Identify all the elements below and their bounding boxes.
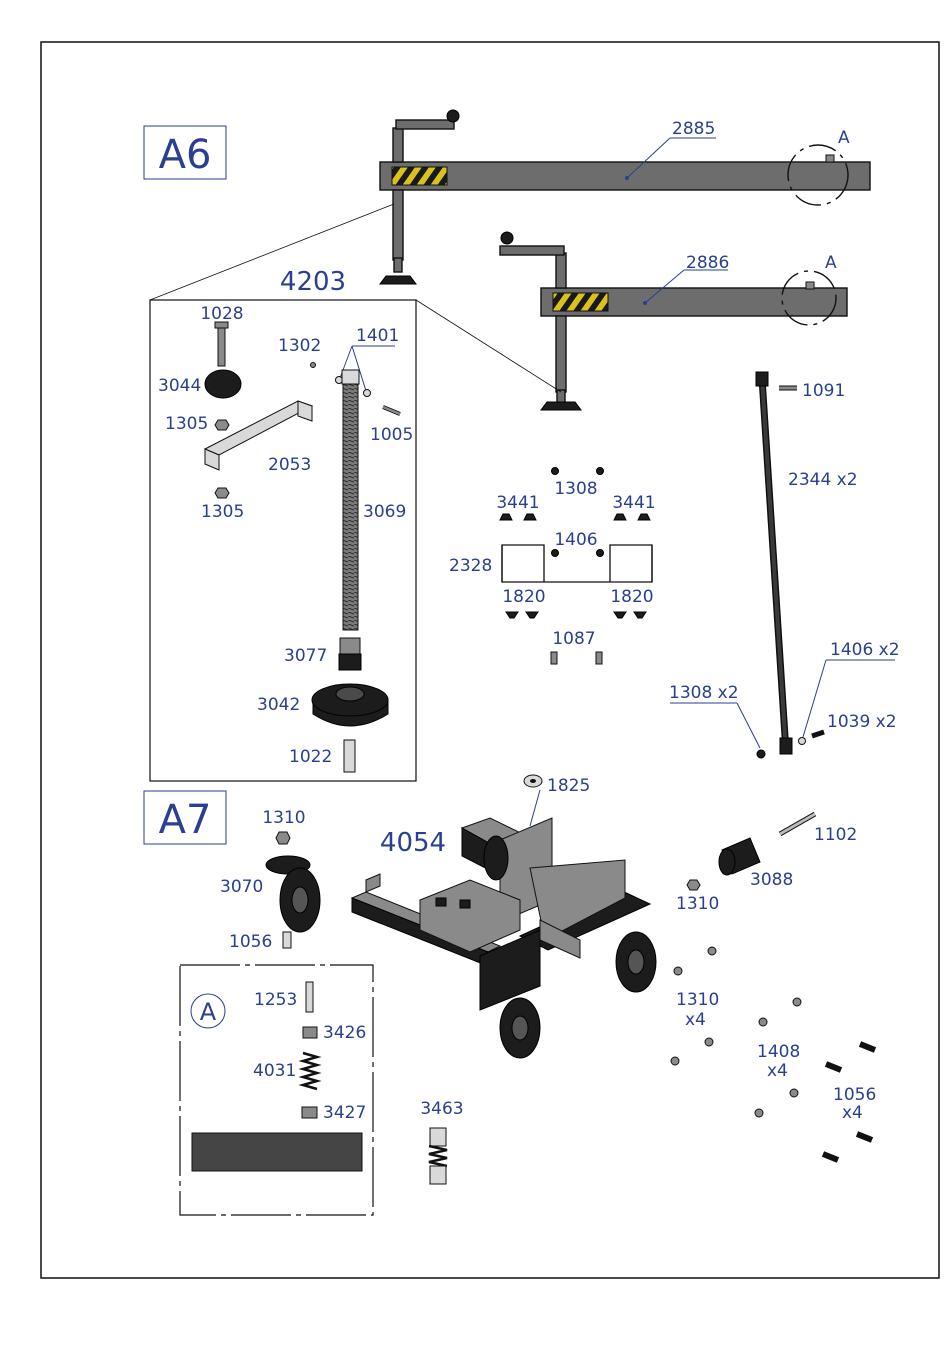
- drawing-frame: [41, 42, 939, 1278]
- part-3070-caster: [266, 856, 320, 932]
- zoom-line-left: [150, 204, 394, 300]
- callout-1308: 1308: [554, 479, 597, 499]
- part-1028-bolt: [215, 322, 228, 366]
- callout-1825: 1825: [547, 776, 590, 796]
- callout-1302: 1302: [278, 336, 321, 356]
- callout-1406x2: 1406 x2: [830, 640, 900, 660]
- callout-1253: 1253: [254, 990, 297, 1010]
- part-1056-bolt: [283, 932, 291, 948]
- callout-1087: 1087: [552, 629, 595, 649]
- callout-2328: 2328: [449, 556, 492, 576]
- part-3077-coupling: [339, 638, 361, 670]
- part-3042-foot-pad: [312, 684, 388, 726]
- callout-1408x4-a: 1408: [757, 1042, 800, 1062]
- part-1401-washer-right: [364, 390, 371, 397]
- part-1820-right: [614, 612, 646, 618]
- part-3441-left: [500, 514, 536, 520]
- callout-1310-mid: 1310: [676, 894, 719, 914]
- callout-1102: 1102: [814, 825, 857, 845]
- part-1087-screw-left: [551, 652, 557, 664]
- part-1305-nut-top: [215, 420, 229, 430]
- section-label-a6: A6: [159, 132, 212, 178]
- callout-3427: 3427: [323, 1103, 366, 1123]
- part-1005-screw: [383, 407, 400, 414]
- callout-1820-left: 1820: [502, 587, 545, 607]
- callout-2886: 2886: [686, 253, 729, 273]
- callout-1820-right: 1820: [610, 587, 653, 607]
- callout-3069: 3069: [363, 502, 406, 522]
- callout-1310x4-b: x4: [685, 1010, 706, 1030]
- part-1401-washer-left: [336, 377, 343, 384]
- part-2328-plate: [502, 545, 652, 582]
- part-1253-pin: [306, 982, 313, 1012]
- part-3463-spring-plunger: [429, 1128, 447, 1184]
- callout-1305-top: 1305: [165, 414, 208, 434]
- part-section-view: [192, 1133, 362, 1171]
- part-1305-nut-bottom: [215, 488, 229, 498]
- callout-3426: 3426: [323, 1023, 366, 1043]
- callout-3463: 3463: [420, 1099, 463, 1119]
- callout-4031: 4031: [253, 1061, 296, 1081]
- callout-2053: 2053: [268, 455, 311, 475]
- callout-1305-bottom: 1305: [201, 502, 244, 522]
- part-1308-nut-right: [597, 468, 604, 475]
- callout-3077: 3077: [284, 646, 327, 666]
- part-1308-nut-left: [552, 468, 559, 475]
- part-3427-bushing: [302, 1107, 317, 1118]
- callout-3088: 3088: [750, 870, 793, 890]
- part-1820-left: [506, 612, 538, 618]
- callout-1005: 1005: [370, 425, 413, 445]
- detail-ref-a-upper: A: [838, 128, 850, 148]
- callout-2344: 2344 x2: [788, 470, 858, 490]
- part-1039-screw: [812, 732, 824, 736]
- callout-4203: 4203: [280, 267, 346, 297]
- part-3426-bushing: [303, 1027, 317, 1038]
- callout-1056x4-b: x4: [842, 1103, 863, 1123]
- callout-1091: 1091: [802, 381, 845, 401]
- leader-1308x2: [670, 703, 760, 748]
- part-4031-spring: [303, 1053, 317, 1089]
- detail-a-label: A: [200, 998, 217, 1026]
- part-1825-washer: [524, 775, 542, 826]
- callout-2885: 2885: [672, 119, 715, 139]
- callout-1039x2: 1039 x2: [827, 712, 897, 732]
- callout-3044: 3044: [158, 376, 201, 396]
- part-1406-washer-left: [552, 550, 559, 557]
- part-3044-knob: [205, 370, 241, 398]
- zoom-line-right: [416, 300, 561, 392]
- callout-1310x4-a: 1310: [676, 990, 719, 1010]
- part-1102-bolt: [780, 814, 815, 834]
- part-3069-threaded-post: [342, 370, 359, 630]
- boom-arm-2885: [380, 110, 870, 284]
- part-1302-washer: [311, 363, 316, 368]
- part-1406-washer: [799, 738, 806, 745]
- callout-1308x2: 1308 x2: [669, 683, 739, 703]
- part-1310-nut-top: [276, 832, 290, 844]
- callout-1028: 1028: [200, 304, 243, 324]
- callout-1022: 1022: [289, 747, 332, 767]
- detail-ref-a-lower: A: [825, 253, 837, 273]
- callout-1056x4-a: 1056: [833, 1085, 876, 1105]
- part-1087-screw-right: [596, 652, 602, 664]
- callout-1406: 1406: [554, 530, 597, 550]
- part-1308-nut: [757, 750, 765, 758]
- section-label-a7: A7: [159, 797, 212, 843]
- boom-arm-2886: [500, 232, 847, 410]
- callout-4054: 4054: [380, 828, 446, 858]
- callout-1310-top: 1310: [262, 808, 305, 828]
- part-2344-strut: [756, 372, 792, 754]
- callout-3441-right: 3441: [612, 493, 655, 513]
- callout-1056: 1056: [229, 932, 272, 952]
- part-1406-washer-right: [597, 550, 604, 557]
- part-1022-bolt: [344, 740, 355, 772]
- callout-1408x4-b: x4: [767, 1061, 788, 1081]
- callout-1401: 1401: [356, 326, 399, 346]
- callout-3042: 3042: [257, 695, 300, 715]
- part-1310-nut-mid: [687, 880, 700, 890]
- callout-3070: 3070: [220, 877, 263, 897]
- callout-3441-left: 3441: [496, 493, 539, 513]
- part-3441-right: [614, 514, 650, 520]
